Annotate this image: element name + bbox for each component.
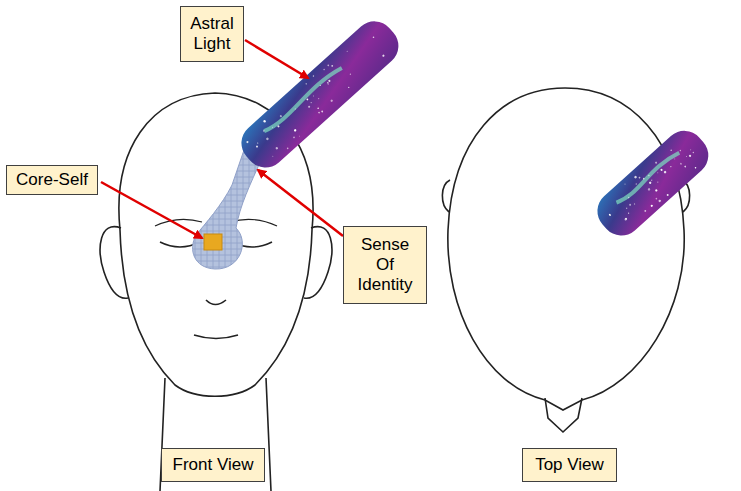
callout-text: Sense Of Identity (350, 235, 420, 295)
identity-stream (193, 150, 262, 269)
callout-box: Sense Of Identity (343, 226, 427, 304)
callout-text: Top View (535, 455, 604, 475)
leader-arrows (101, 40, 343, 238)
astral-light-tube (233, 13, 406, 176)
callout-text: Astral Light (187, 14, 237, 54)
callout-text: Core-Self (16, 170, 88, 190)
core-self-square (204, 234, 222, 250)
top-head (442, 88, 689, 432)
callout-box: Astral Light (180, 6, 244, 62)
astral-light-tube-top (589, 123, 716, 244)
callout-box: Core-Self (6, 165, 98, 195)
view-label-box: Front View (161, 448, 265, 482)
callout-text: Front View (173, 455, 254, 475)
front-head (100, 93, 332, 491)
view-label-box: Top View (522, 448, 617, 482)
